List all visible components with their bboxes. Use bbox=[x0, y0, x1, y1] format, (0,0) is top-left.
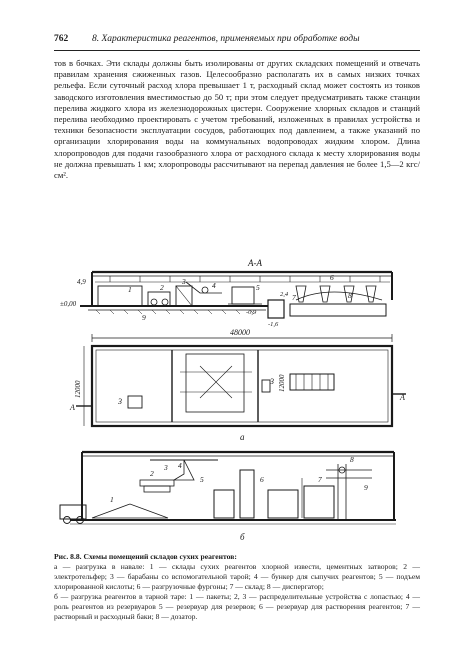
callout-a: 3 bbox=[181, 277, 186, 286]
section-label: А-А bbox=[247, 258, 262, 268]
paragraph: тов в бочках. Эти склады должны быть изо… bbox=[54, 58, 420, 181]
callout-b: 2 bbox=[150, 469, 154, 478]
callout-b: 5 bbox=[200, 475, 204, 484]
chapter-title: 8. Характеристика реагентов, применяемых… bbox=[92, 34, 360, 44]
plan-view: 48000 12000 12000 bbox=[69, 328, 406, 442]
callout-b: 3 bbox=[163, 463, 168, 472]
callout-a: 1 bbox=[128, 285, 132, 294]
plan-callout: 3 bbox=[117, 397, 122, 406]
section-marker: А bbox=[69, 403, 75, 412]
body-text: тов в бочках. Эти склады должны быть изо… bbox=[54, 58, 420, 181]
callout-b: 6 bbox=[260, 475, 264, 484]
section-a-a: А-А bbox=[60, 258, 393, 328]
dimension-height: 12000 bbox=[74, 380, 82, 398]
plan-callout: 3 bbox=[269, 377, 274, 386]
level-label: ±0,00 bbox=[60, 300, 77, 308]
callout-a: 7 bbox=[292, 293, 296, 302]
callout-a: 8 bbox=[348, 291, 352, 300]
level-label: -1,6 bbox=[268, 321, 279, 328]
subfigure-label-a: а bbox=[240, 432, 245, 442]
caption-line: а — разгрузка в навале: 1 — склады сухих… bbox=[54, 562, 420, 591]
dimension-length: 48000 bbox=[230, 328, 250, 337]
page-number: 762 bbox=[54, 34, 69, 44]
figure-caption: Рис. 8.8. Схемы помещений складов сухих … bbox=[54, 552, 420, 622]
section-b: 1 2 3 4 5 6 7 8 9 б bbox=[59, 450, 396, 542]
callout-b: 1 bbox=[110, 495, 114, 504]
dimension-inner: 12000 bbox=[278, 374, 286, 392]
level-label: 4,9 bbox=[77, 278, 86, 286]
callout-b: 7 bbox=[318, 475, 322, 484]
callout-a: 6 bbox=[330, 273, 334, 282]
callout-a: 4 bbox=[212, 281, 216, 290]
callout-a: 9 bbox=[142, 313, 146, 322]
callout-b: 9 bbox=[364, 483, 368, 492]
callout-a: 2 bbox=[160, 283, 164, 292]
level-label: -0,9 bbox=[246, 309, 257, 316]
caption-line: б — разгрузка реагентов в тарной таре: 1… bbox=[54, 592, 420, 621]
callout-b: 4 bbox=[178, 461, 182, 470]
header-rule bbox=[54, 50, 420, 51]
callout-a: 5 bbox=[256, 283, 260, 292]
running-head: 762 8. Характеристика реагентов, применя… bbox=[54, 34, 420, 48]
level-label: 2,4 bbox=[280, 291, 289, 298]
subfigure-label-b: б bbox=[240, 532, 245, 542]
caption-title: Рис. 8.8. Схемы помещений складов сухих … bbox=[54, 552, 237, 561]
callout-b: 8 bbox=[350, 455, 354, 464]
section-marker: А bbox=[399, 393, 405, 402]
